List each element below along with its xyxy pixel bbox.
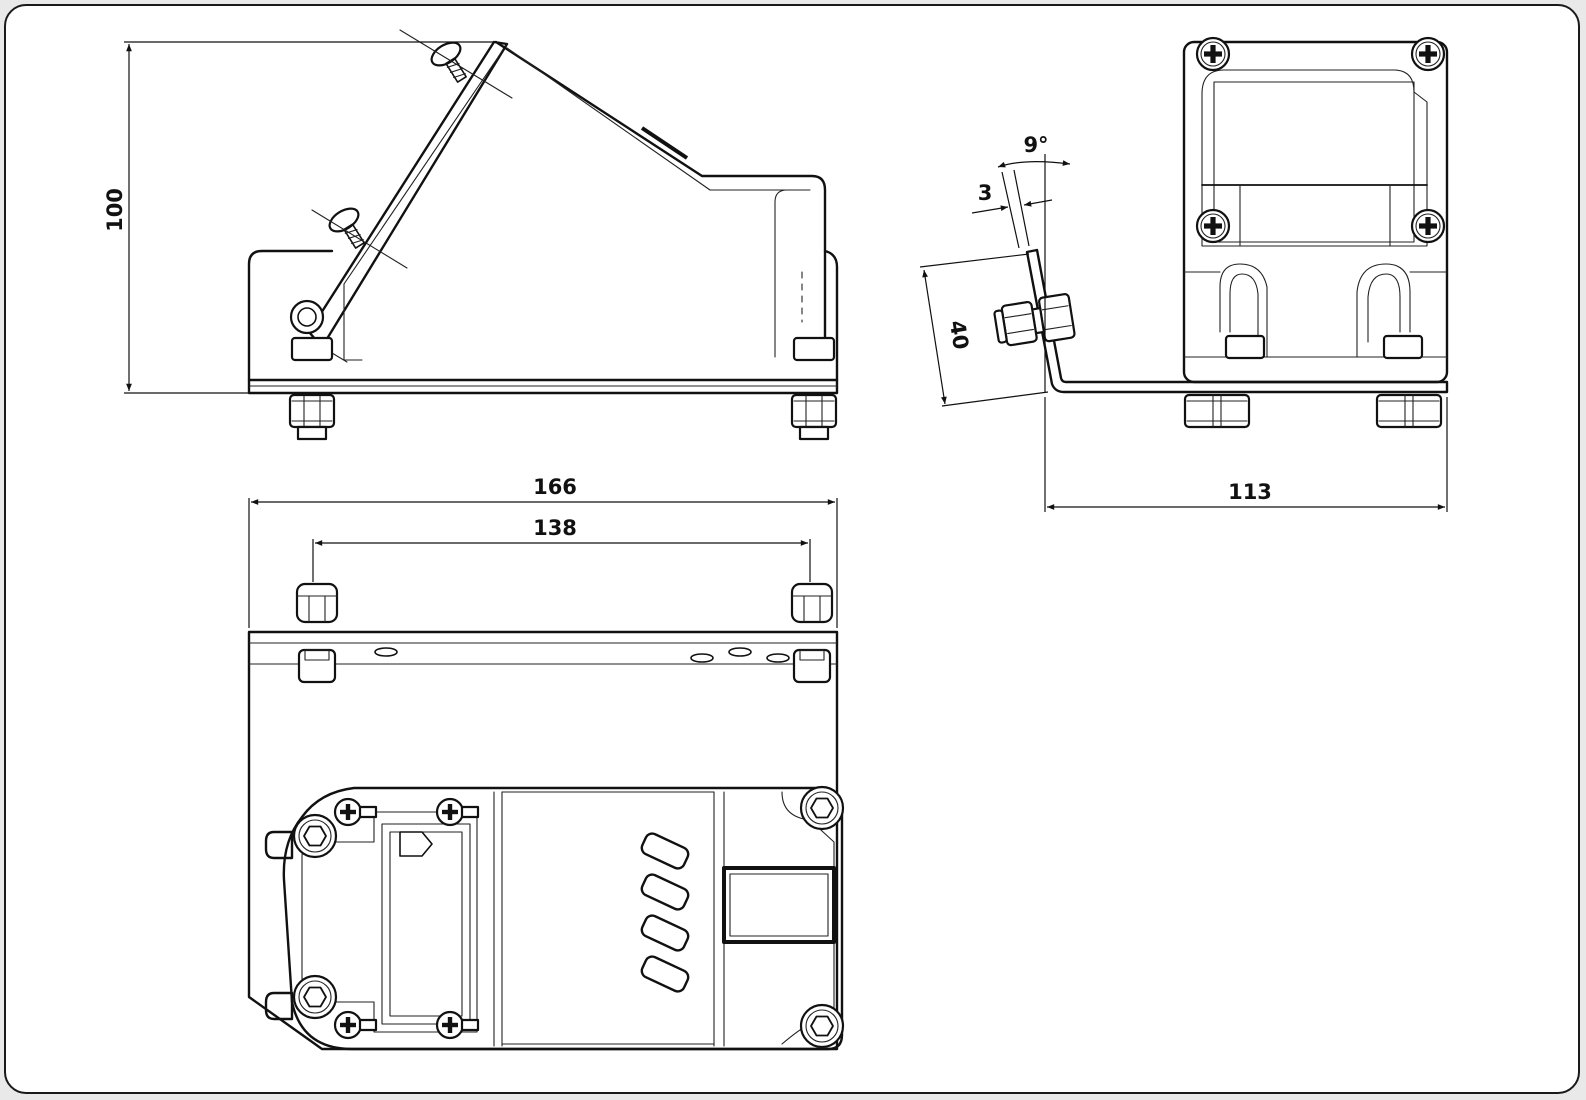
dim-height-100: 100 xyxy=(103,188,127,232)
dim-bracket-40: 40 xyxy=(945,319,973,352)
connector-window xyxy=(722,866,836,944)
dim-thickness-3: 3 xyxy=(978,181,993,205)
top-view: 166 138 xyxy=(247,475,845,1051)
dim-spacing-138: 138 xyxy=(533,516,577,540)
dim-length-166: 166 xyxy=(533,475,577,499)
top-base-plate xyxy=(247,630,839,1051)
dim-width-113: 113 xyxy=(1228,480,1272,504)
end-view-housing xyxy=(1182,40,1449,384)
end-view: 40 3 9° 113 xyxy=(919,36,1449,512)
bracket-plate xyxy=(1025,248,1449,394)
housing-outline xyxy=(282,786,844,1051)
side-view: 100 xyxy=(103,29,839,441)
grip-slots xyxy=(640,832,690,993)
technical-drawing: 100 xyxy=(103,29,1449,1051)
drawing-frame: 100 xyxy=(4,4,1580,1094)
dim-angle-9: 9° xyxy=(1023,133,1048,157)
